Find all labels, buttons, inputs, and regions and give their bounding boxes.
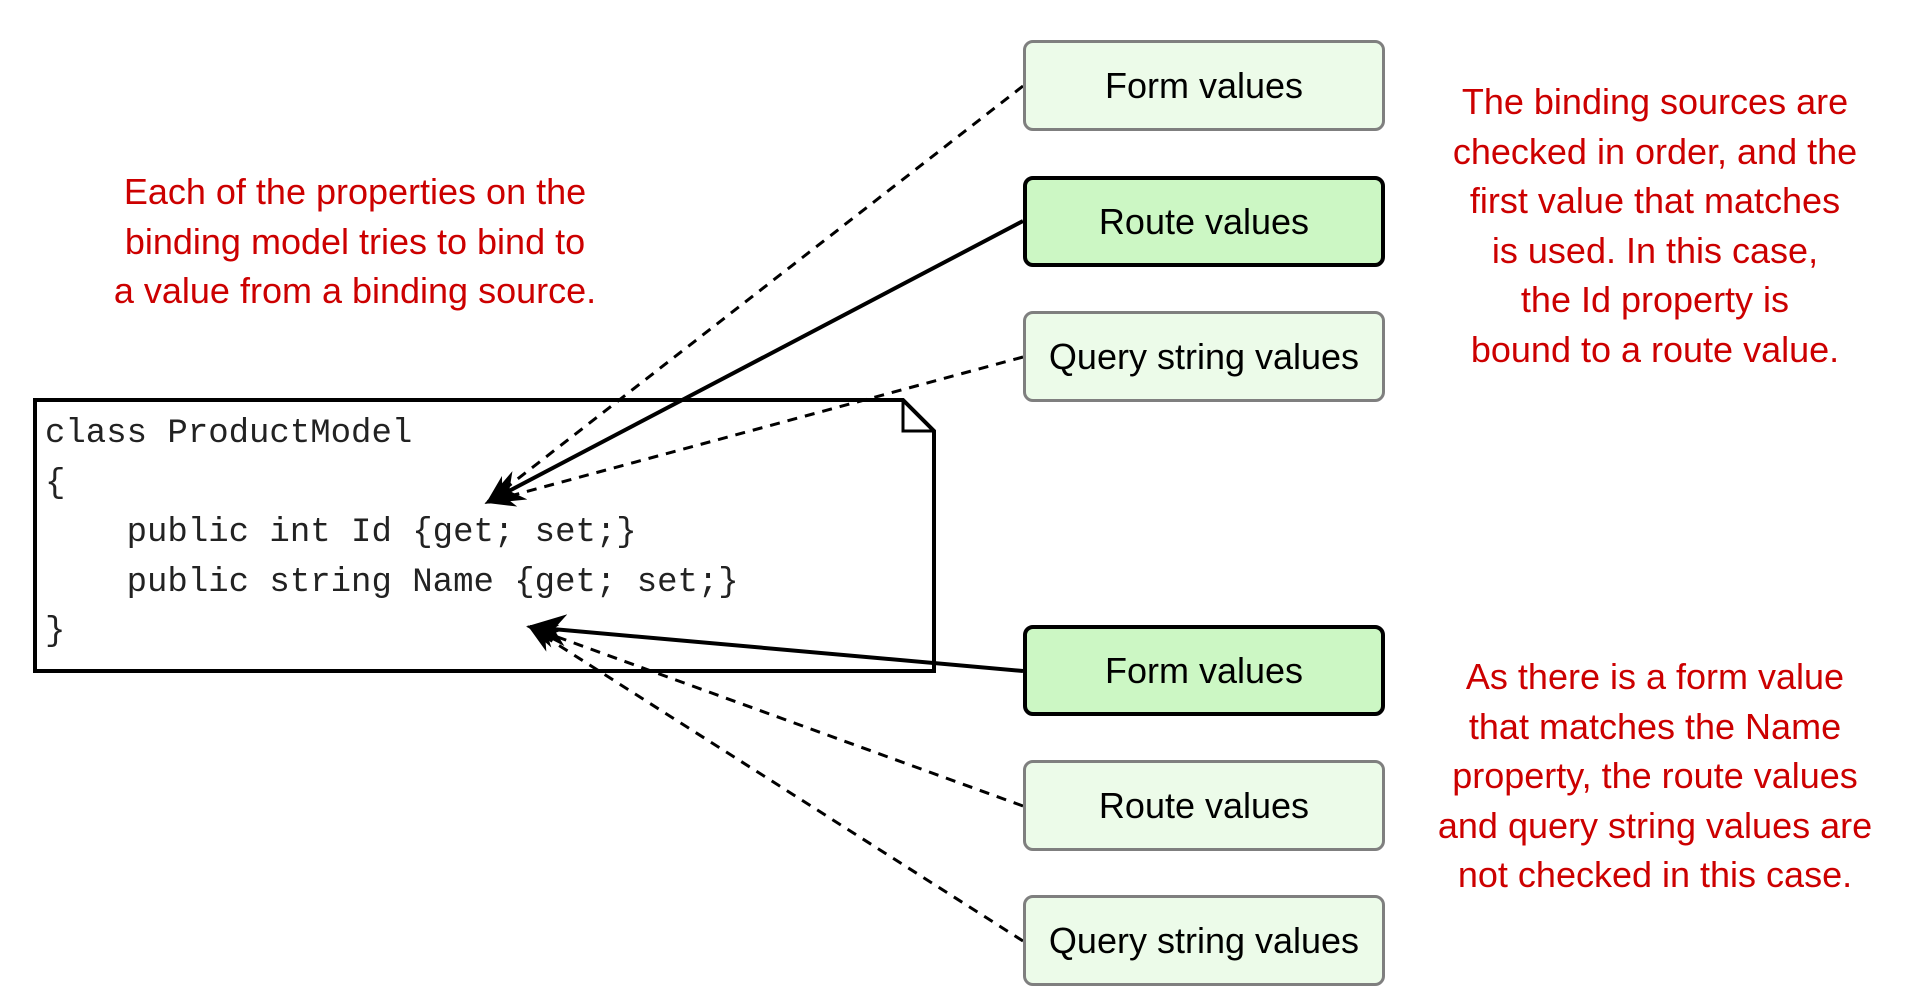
source-box-name-route: Route values [1023, 760, 1385, 851]
annotation-line: is used. In this case, [1491, 229, 1819, 271]
source-label: Form values [1104, 649, 1304, 691]
annotation-line: and query string values are [1437, 804, 1873, 846]
source-box-name-form: Form values [1023, 625, 1385, 716]
code-line-class: class ProductModel [45, 415, 413, 453]
code-listing: class ProductModel { public int Id {get;… [45, 410, 739, 658]
annotation-line: As there is a form value [1465, 656, 1845, 697]
source-label: Route values [1098, 784, 1310, 826]
connector-name-route [527, 624, 1024, 808]
annotation-line: that matches the Name [1468, 705, 1842, 747]
connector-id-query [485, 355, 1024, 507]
source-box-id-query: Query string values [1023, 311, 1385, 402]
source-box-id-route: Route values [1023, 176, 1385, 267]
code-line-open-brace: { [45, 464, 66, 503]
source-box-name-query: Query string values [1023, 895, 1385, 986]
annotation-line: Each of the properties on the [123, 171, 587, 212]
connector-id-route [484, 219, 1024, 504]
annotation-line: The binding sources are [1461, 81, 1849, 122]
annotation-line: binding model tries to bind to [124, 220, 586, 262]
annotation-line: not checked in this case. [1457, 854, 1853, 895]
annotation-line: bound to a route value. [1470, 328, 1840, 370]
annotation-left: Each of the properties on the binding mo… [70, 167, 640, 316]
code-line-close-brace: } [45, 613, 66, 651]
connector-name-query [527, 625, 1024, 943]
source-label: Route values [1098, 200, 1310, 242]
annotation-line: the Id property is [1520, 279, 1790, 320]
class-box [33, 398, 936, 673]
source-label: Query string values [1048, 919, 1360, 961]
annotation-line: property, the route values [1452, 755, 1858, 796]
connector-id-form [485, 84, 1024, 504]
annotation-line: a value from a binding source. [113, 270, 597, 311]
source-label: Query string values [1048, 335, 1360, 377]
annotation-bottom-right: As there is a form value that matches th… [1405, 652, 1905, 900]
annotation-line: first value that matches [1469, 180, 1841, 221]
source-label: Form values [1104, 64, 1304, 106]
code-line-id: public int Id {get; set;} [45, 514, 637, 552]
code-line-name: public string Name {get; set;} [45, 563, 739, 602]
connector-name-form [526, 614, 1024, 673]
source-box-id-form: Form values [1023, 40, 1385, 131]
annotation-line: checked in order, and the [1452, 130, 1858, 172]
annotation-top-right: The binding sources are checked in order… [1405, 77, 1905, 374]
class-box-fold [901, 400, 934, 433]
